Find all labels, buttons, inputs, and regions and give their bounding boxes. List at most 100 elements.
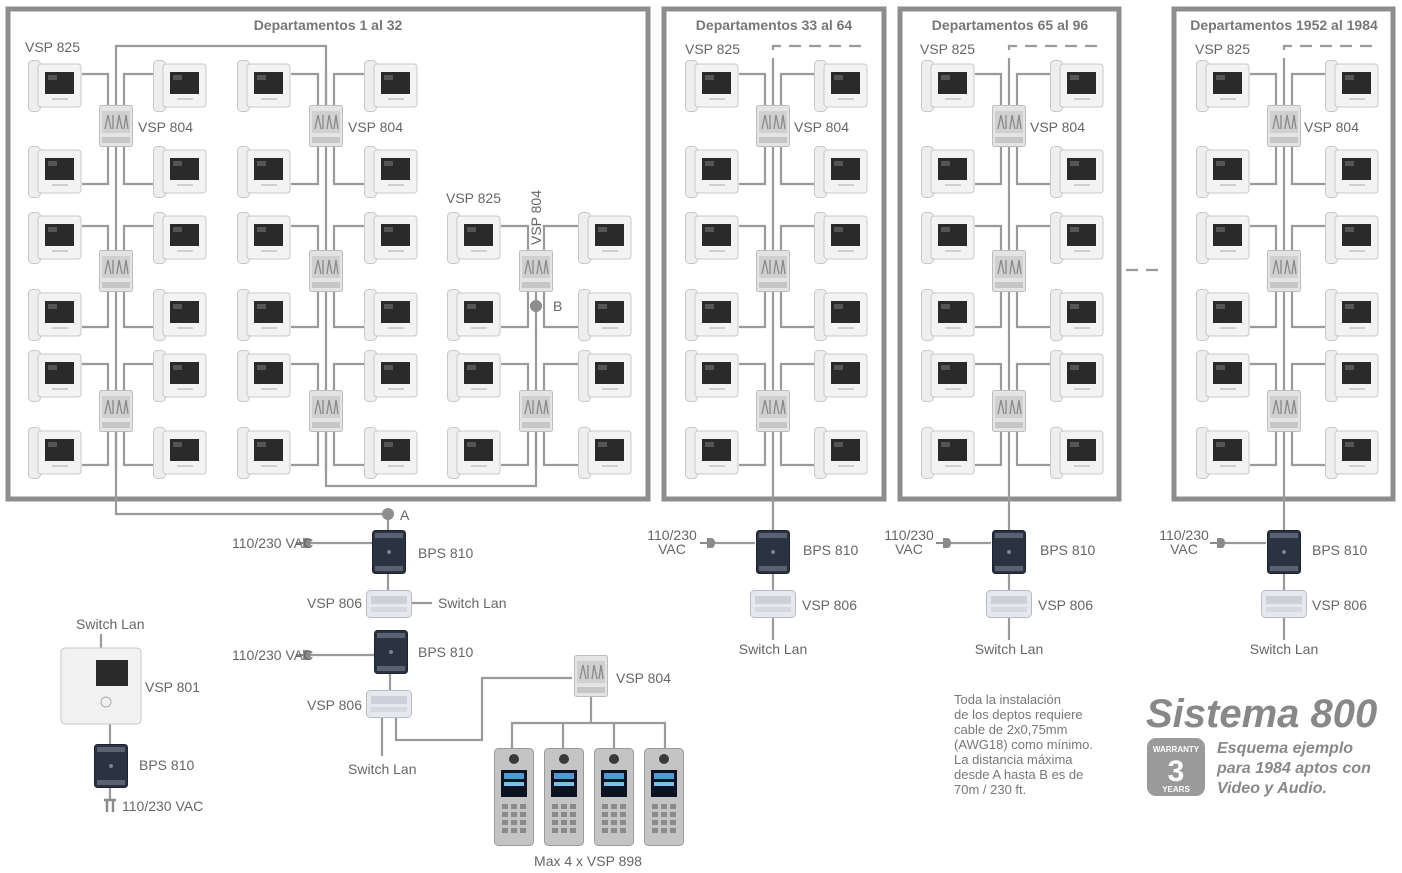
wire bbox=[1250, 147, 1278, 186]
wire bbox=[975, 224, 1003, 250]
video-monitor-icon bbox=[578, 427, 632, 479]
video-monitor-icon bbox=[364, 146, 418, 198]
video-monitor-icon bbox=[814, 350, 868, 402]
video-monitor-icon bbox=[1325, 146, 1379, 198]
video-monitor-icon bbox=[28, 60, 82, 112]
wire bbox=[975, 362, 1003, 390]
vac-label: VAC bbox=[658, 541, 686, 557]
wire bbox=[1015, 432, 1050, 467]
wire bbox=[1250, 292, 1278, 329]
brand-subtitle-line: Video y Audio. bbox=[1217, 780, 1327, 797]
video-monitor-icon bbox=[153, 212, 207, 264]
block-title-1: Departamentos 1 al 32 bbox=[254, 17, 403, 33]
monitor-label: VSP 825 bbox=[25, 39, 80, 55]
warranty-badge-icon: WARRANTY 3 YEARS bbox=[1147, 738, 1205, 796]
installation-note: Toda la instalación de los deptos requie… bbox=[954, 692, 1093, 797]
distributor-label: VSP 804 bbox=[348, 119, 403, 135]
wire bbox=[1015, 224, 1050, 250]
lan-unit-label: VSP 806 bbox=[307, 595, 362, 611]
wire bbox=[975, 432, 1003, 467]
note-line: cable de 2x0,75mm bbox=[954, 722, 1067, 737]
vac-label: VAC bbox=[895, 541, 923, 557]
lan-adapter-icon bbox=[986, 590, 1032, 618]
video-monitor-icon bbox=[237, 146, 291, 198]
wire bbox=[332, 362, 364, 390]
monitor-label: VSP 825 bbox=[446, 190, 501, 206]
wire bbox=[779, 292, 814, 329]
video-monitor-icon bbox=[921, 427, 975, 479]
distributor-icon bbox=[519, 250, 553, 292]
video-monitor-icon bbox=[364, 60, 418, 112]
distributor-icon bbox=[756, 390, 790, 432]
video-monitor-icon bbox=[1325, 60, 1379, 112]
wire bbox=[1290, 292, 1325, 329]
distributor-icon bbox=[992, 250, 1026, 292]
wire bbox=[122, 224, 153, 250]
plug-icon bbox=[700, 537, 716, 549]
video-monitor-icon bbox=[814, 427, 868, 479]
distributor-label: VSP 804 bbox=[1304, 119, 1359, 135]
wire bbox=[82, 362, 110, 390]
wire bbox=[975, 147, 1003, 186]
block-title-3: Departamentos 65 al 96 bbox=[932, 17, 1089, 33]
video-monitor-icon bbox=[364, 212, 418, 264]
distributor-icon bbox=[309, 105, 343, 147]
switch-label: Switch Lan bbox=[348, 761, 416, 777]
video-monitor-icon bbox=[447, 212, 501, 264]
wire bbox=[82, 72, 110, 105]
distributor-icon bbox=[99, 250, 133, 292]
wire bbox=[114, 44, 328, 105]
power-supply-label: BPS 810 bbox=[418, 545, 473, 561]
distributor-icon bbox=[1267, 250, 1301, 292]
video-monitor-icon bbox=[921, 212, 975, 264]
wire bbox=[779, 224, 814, 250]
video-monitor-icon bbox=[685, 427, 739, 479]
wire bbox=[1290, 224, 1325, 250]
lan-unit-label: VSP 806 bbox=[307, 697, 362, 713]
vac-label: VAC bbox=[1170, 541, 1198, 557]
video-monitor-icon bbox=[28, 350, 82, 402]
wire bbox=[1015, 292, 1050, 329]
warranty-badge-bottom: YEARS bbox=[1162, 785, 1190, 794]
note-line: desde A hasta B es de bbox=[954, 767, 1083, 782]
wire bbox=[122, 72, 153, 105]
wire bbox=[779, 432, 814, 467]
distributor-icon bbox=[1267, 105, 1301, 147]
wire bbox=[291, 147, 320, 186]
monitor-label: VSP 825 bbox=[920, 41, 975, 57]
power-supply-icon bbox=[94, 744, 128, 788]
wire bbox=[82, 292, 110, 329]
wire bbox=[1015, 147, 1050, 186]
wire bbox=[739, 147, 767, 186]
video-monitor-icon bbox=[1325, 427, 1379, 479]
wire bbox=[591, 721, 667, 748]
continuation-wire bbox=[771, 44, 865, 70]
video-monitor-icon bbox=[1050, 212, 1104, 264]
video-monitor-icon bbox=[153, 146, 207, 198]
note-line: La distancia máxima bbox=[954, 752, 1073, 767]
video-monitor-icon bbox=[1196, 146, 1250, 198]
video-monitor-icon bbox=[28, 289, 82, 341]
distributor-label: VSP 804 bbox=[794, 119, 849, 135]
monitor-label: VSP 825 bbox=[685, 41, 740, 57]
block-title-4: Departamentos 1952 al 1984 bbox=[1190, 17, 1378, 33]
video-monitor-icon bbox=[814, 60, 868, 112]
video-monitor-icon bbox=[814, 289, 868, 341]
video-monitor-icon bbox=[1325, 350, 1379, 402]
wire bbox=[779, 147, 814, 186]
wire bbox=[291, 224, 320, 250]
power-supply-label: BPS 810 bbox=[139, 757, 194, 773]
brand-title: Sistema 800 bbox=[1146, 692, 1377, 736]
video-monitor-icon bbox=[153, 427, 207, 479]
brand-subtitle-line: Esquema ejemplo bbox=[1217, 740, 1353, 757]
concierge-label: VSP 801 bbox=[145, 679, 200, 695]
wire bbox=[1250, 224, 1278, 250]
lan-adapter-icon bbox=[366, 590, 412, 618]
power-supply-icon bbox=[372, 530, 406, 574]
video-monitor-icon bbox=[921, 350, 975, 402]
video-monitor-icon bbox=[921, 289, 975, 341]
wire bbox=[324, 432, 538, 488]
video-monitor-icon bbox=[685, 146, 739, 198]
wire bbox=[1290, 362, 1325, 390]
wire bbox=[510, 697, 593, 748]
